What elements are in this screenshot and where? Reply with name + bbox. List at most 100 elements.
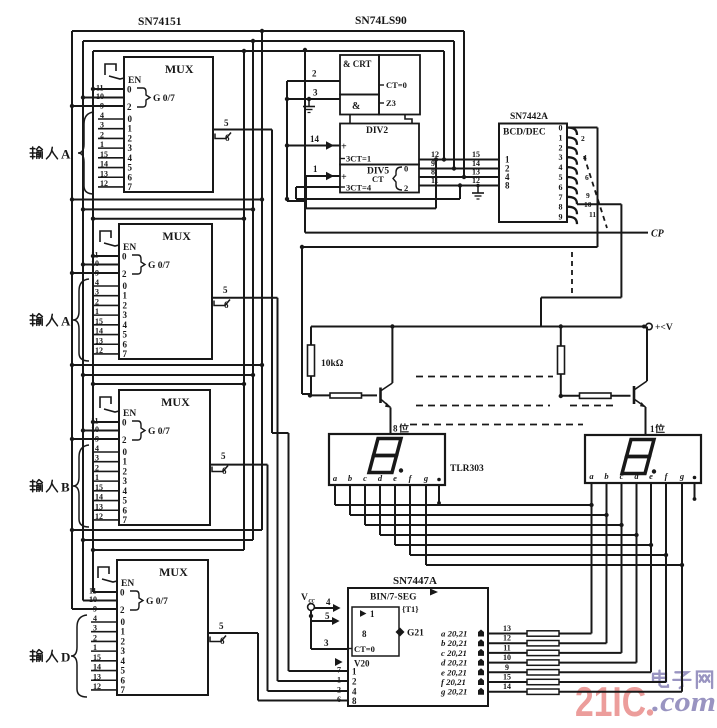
svg-text:2: 2: [123, 300, 128, 310]
svg-text:1: 1: [95, 473, 99, 482]
svg-text:0: 0: [121, 617, 126, 627]
svg-text:c: c: [363, 473, 367, 483]
svg-text:1: 1: [95, 307, 99, 316]
svg-text:4: 4: [559, 163, 563, 172]
svg-text:3: 3: [559, 153, 563, 162]
svg-text:4: 4: [128, 153, 133, 163]
svg-text:3: 3: [128, 143, 133, 153]
svg-text:2: 2: [122, 435, 127, 445]
svg-text:A: A: [61, 313, 71, 328]
svg-text:+: +: [341, 142, 347, 153]
svg-text:2: 2: [404, 183, 408, 193]
svg-text:9: 9: [431, 159, 435, 168]
svg-text:11: 11: [589, 210, 596, 219]
svg-text:c 20,21: c 20,21: [441, 648, 467, 658]
svg-text:0: 0: [122, 418, 127, 428]
svg-text:5: 5: [221, 451, 226, 461]
svg-text:7: 7: [121, 685, 126, 695]
svg-text:g: g: [679, 471, 685, 481]
svg-text:6: 6: [337, 695, 341, 704]
svg-text:14: 14: [95, 493, 103, 502]
svg-text:2: 2: [352, 677, 357, 687]
svg-text:g: g: [423, 473, 429, 483]
svg-text:4: 4: [123, 320, 128, 330]
svg-text:7: 7: [123, 515, 128, 525]
svg-text:13: 13: [95, 502, 103, 511]
svg-text:3: 3: [121, 646, 126, 656]
svg-text:3CT=4: 3CT=4: [346, 183, 372, 193]
svg-text:12: 12: [100, 179, 108, 188]
svg-text:2: 2: [128, 133, 133, 143]
svg-text:&: &: [352, 101, 360, 112]
svg-text:15: 15: [95, 483, 103, 492]
svg-text:10kΩ: 10kΩ: [321, 359, 344, 369]
svg-text:d 20,21: d 20,21: [441, 658, 467, 668]
svg-text:4: 4: [505, 172, 510, 182]
svg-text:+: +: [341, 172, 347, 183]
svg-text:5: 5: [559, 173, 563, 182]
svg-text:13: 13: [472, 168, 480, 177]
svg-text:12: 12: [95, 346, 103, 355]
svg-text:21IC: 21IC: [575, 678, 646, 725]
svg-text:c: c: [620, 471, 624, 481]
svg-text:TLR303: TLR303: [450, 464, 484, 474]
svg-text:a: a: [589, 471, 594, 481]
svg-text:SN74151: SN74151: [138, 16, 182, 28]
svg-text:SN7442A: SN7442A: [510, 112, 548, 122]
svg-text:14: 14: [100, 160, 108, 169]
svg-text:DIV2: DIV2: [366, 126, 388, 136]
svg-text:5: 5: [123, 330, 128, 340]
svg-text:G 0/7: G 0/7: [148, 427, 170, 437]
svg-text:4: 4: [95, 444, 99, 453]
svg-text:2: 2: [337, 686, 341, 695]
svg-text:7: 7: [337, 666, 341, 675]
svg-text:cc: cc: [309, 597, 315, 605]
svg-text:7: 7: [123, 349, 128, 359]
svg-text:15: 15: [95, 317, 103, 326]
svg-text:2: 2: [123, 466, 128, 476]
svg-text:1: 1: [650, 424, 655, 434]
svg-text:1: 1: [93, 643, 97, 652]
svg-text:e: e: [649, 471, 653, 481]
svg-text:8: 8: [393, 424, 398, 434]
svg-text:CT=0: CT=0: [354, 644, 375, 654]
svg-text:MUX: MUX: [165, 62, 194, 76]
svg-text:V20: V20: [354, 659, 370, 669]
svg-text:5: 5: [121, 666, 126, 676]
svg-text:6: 6: [222, 466, 227, 476]
svg-text:6: 6: [123, 505, 128, 515]
svg-text:5: 5: [219, 621, 224, 631]
svg-text:3: 3: [95, 454, 99, 463]
svg-text:13: 13: [95, 336, 103, 345]
svg-text:BIN/7-SEG: BIN/7-SEG: [370, 593, 417, 603]
svg-text:12: 12: [431, 150, 439, 159]
svg-text:MUX: MUX: [161, 395, 190, 409]
svg-text:BCD/DEC: BCD/DEC: [503, 128, 546, 138]
svg-text:1: 1: [352, 667, 357, 677]
svg-text:EN: EN: [121, 579, 134, 589]
svg-text:5: 5: [224, 118, 229, 128]
svg-text:2: 2: [122, 269, 127, 279]
svg-text:1: 1: [128, 124, 133, 134]
svg-text:13: 13: [100, 169, 108, 178]
svg-text:b 20,21: b 20,21: [441, 638, 467, 648]
svg-text:G 0/7: G 0/7: [153, 94, 175, 104]
svg-text:e: e: [393, 473, 397, 483]
svg-text:a 20,21: a 20,21: [441, 629, 467, 639]
svg-text:A: A: [61, 146, 71, 161]
svg-text:1: 1: [123, 291, 128, 301]
svg-text:1: 1: [123, 457, 128, 467]
svg-text:8: 8: [431, 168, 435, 177]
svg-text:2: 2: [581, 134, 585, 143]
svg-text:15: 15: [503, 673, 511, 682]
svg-text:MUX: MUX: [162, 229, 191, 243]
svg-text:3: 3: [100, 121, 104, 130]
svg-text:15: 15: [472, 150, 480, 159]
svg-text:3CT=1: 3CT=1: [346, 154, 371, 164]
svg-text:SN74LS90: SN74LS90: [355, 15, 407, 27]
svg-text:8: 8: [505, 181, 510, 191]
svg-text:b: b: [348, 473, 352, 483]
svg-text:2: 2: [121, 636, 126, 646]
svg-text:3: 3: [95, 288, 99, 297]
svg-text:f: f: [665, 471, 669, 481]
